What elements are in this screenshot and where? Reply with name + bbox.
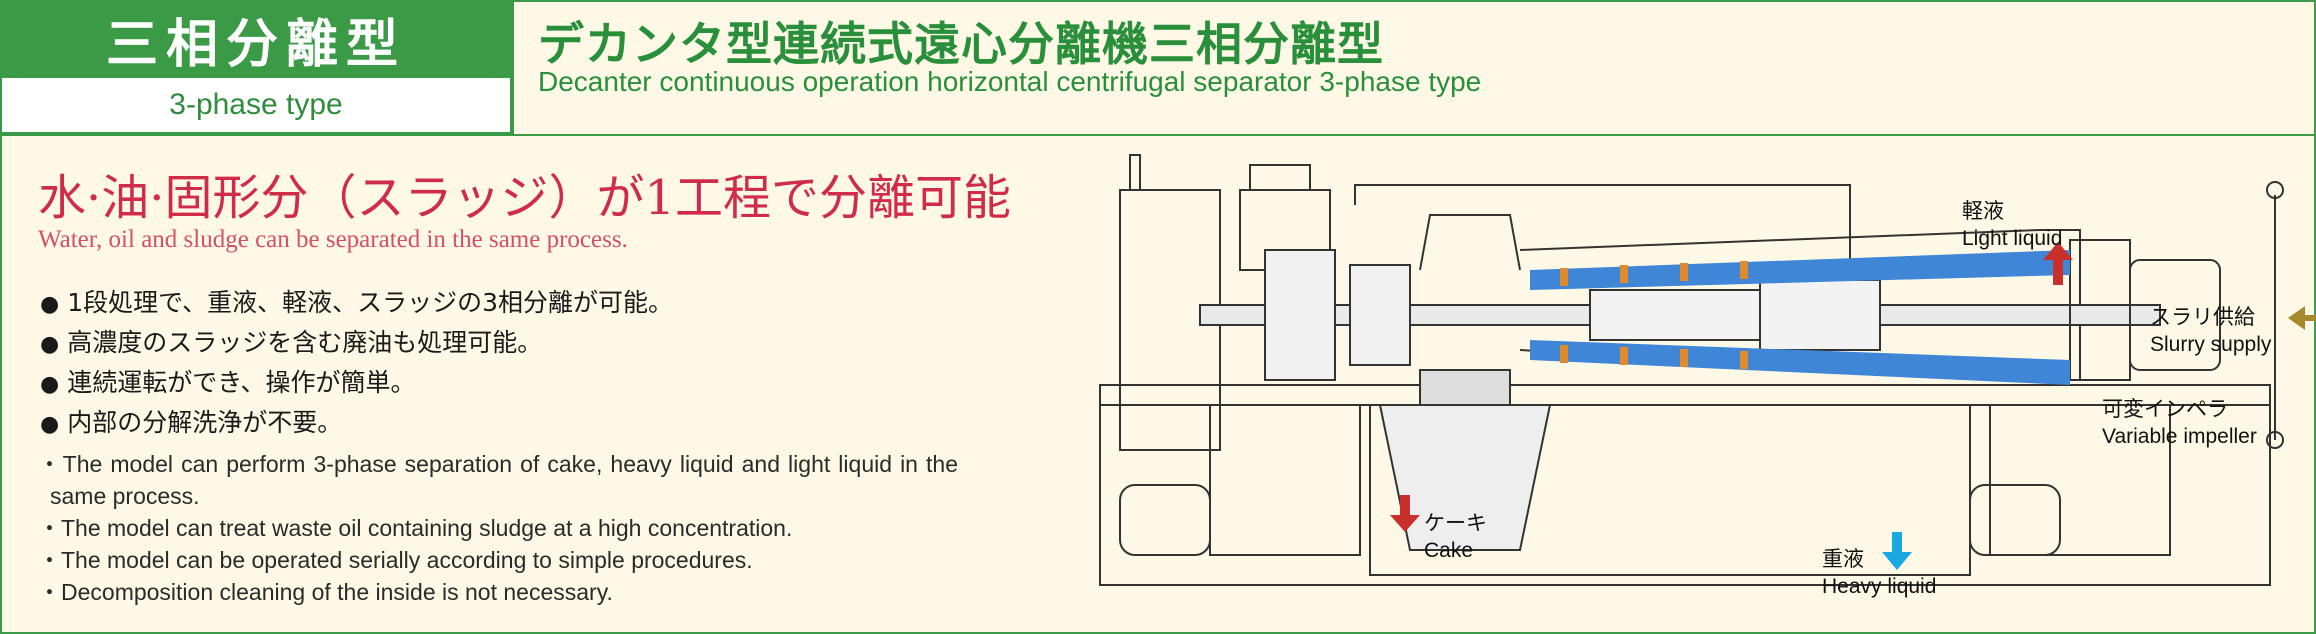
headline-jp: 水·油·固形分（スラッジ）が1工程で分離可能 bbox=[38, 170, 1012, 226]
feature-item-jp: 内部の分解洗浄が不要。 bbox=[40, 404, 673, 444]
label-cake: ケーキ Cake bbox=[1424, 510, 1487, 564]
label-variable-impeller: 可変インペラ Variable impeller bbox=[2102, 396, 2257, 450]
feature-item-en: The model can be operated serially accor… bbox=[38, 544, 958, 576]
feature-list-jp: 1段処理で、重液、軽液、スラッジの3相分離が可能。 高濃度のスラッジを含む廃油も… bbox=[40, 284, 673, 444]
label-heavy-liquid-jp: 重液 bbox=[1822, 547, 1864, 571]
header-divider bbox=[0, 134, 2316, 136]
label-heavy-liquid: 重液 Heavy liquid bbox=[1822, 546, 1936, 600]
page-subtitle: Decanter continuous operation horizontal… bbox=[538, 66, 1482, 97]
feature-item-en: The model can perform 3-phase separation… bbox=[38, 448, 958, 512]
feature-item-jp: 連続運転ができ、操作が簡単。 bbox=[40, 364, 673, 404]
headline-en: Water, oil and sludge can be separated i… bbox=[38, 226, 628, 253]
label-light-liquid-en: Light liquid bbox=[1962, 227, 2063, 250]
label-light-liquid-jp: 軽液 bbox=[1962, 199, 2004, 223]
type-tag-en: 3-phase type bbox=[0, 78, 512, 134]
label-heavy-liquid-en: Heavy liquid bbox=[1822, 575, 1937, 598]
header-divider-vertical bbox=[512, 0, 514, 134]
label-cake-en: Cake bbox=[1424, 539, 1474, 562]
page-title: デカンタ型連続式遠心分離機三相分離型 bbox=[538, 17, 1384, 71]
label-variable-impeller-en: Variable impeller bbox=[2102, 425, 2257, 448]
feature-item-jp: 1段処理で、重液、軽液、スラッジの3相分離が可能。 bbox=[40, 284, 673, 324]
label-slurry-supply-jp: スラリ供給 bbox=[2150, 305, 2255, 329]
centrifuge-diagram bbox=[1099, 154, 2316, 586]
label-slurry-supply-en: Slurry supply bbox=[2150, 333, 2272, 356]
feature-list-en: The model can perform 3-phase separation… bbox=[38, 448, 958, 608]
label-variable-impeller-jp: 可変インペラ bbox=[2102, 397, 2228, 421]
label-slurry-supply: スラリ供給 Slurry supply bbox=[2150, 304, 2271, 358]
type-tag-jp: 三相分離型 bbox=[0, 0, 512, 78]
label-light-liquid: 軽液 Light liquid bbox=[1962, 198, 2062, 252]
feature-item-en: The model can treat waste oil containing… bbox=[38, 512, 958, 544]
feature-item-jp: 高濃度のスラッジを含む廃油も処理可能。 bbox=[40, 324, 673, 364]
label-cake-jp: ケーキ bbox=[1424, 511, 1487, 535]
feature-item-en: Decomposition cleaning of the inside is … bbox=[38, 576, 958, 608]
